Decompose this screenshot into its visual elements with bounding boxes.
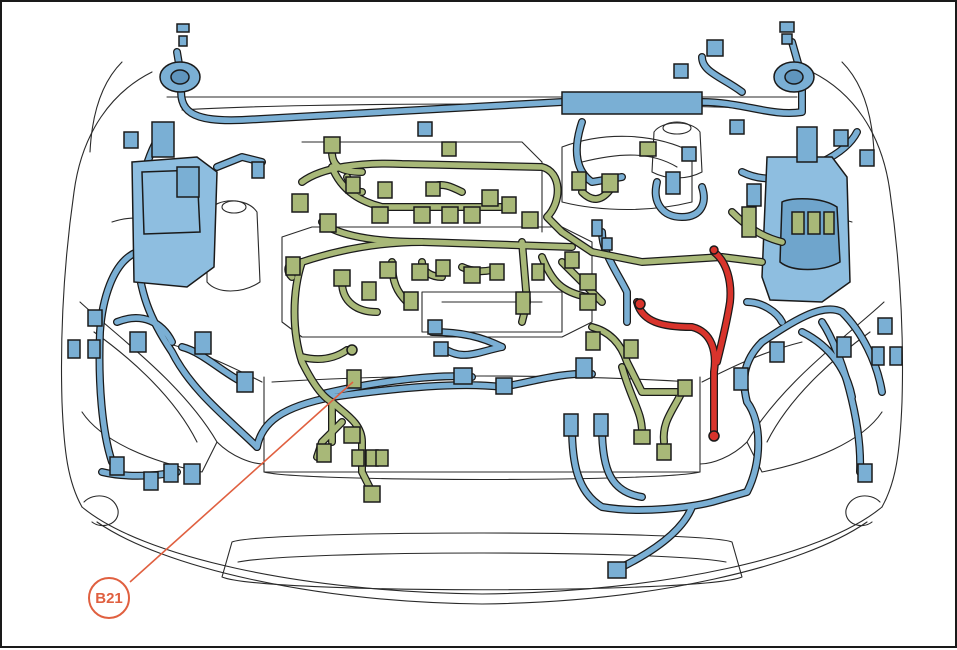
connector xyxy=(291,193,309,213)
callout-leader-line xyxy=(129,381,354,583)
connector xyxy=(363,485,381,503)
connector xyxy=(109,456,125,476)
connector xyxy=(673,63,689,79)
connector xyxy=(361,281,377,301)
connector xyxy=(769,341,785,363)
fuse-relay-boxes xyxy=(131,91,851,303)
connector xyxy=(435,259,451,277)
connector xyxy=(677,379,693,397)
engine-harness-connectors xyxy=(285,136,757,503)
connector xyxy=(571,171,587,191)
connector xyxy=(501,196,517,214)
connector xyxy=(593,413,609,437)
battery-cable xyxy=(633,245,735,442)
connector xyxy=(441,141,457,157)
ground-terminal xyxy=(346,344,358,356)
body-harness-wires xyxy=(95,38,886,571)
connector xyxy=(316,443,332,463)
grommets xyxy=(159,61,815,93)
connector xyxy=(176,23,190,33)
connector xyxy=(143,471,159,491)
body-harness-connectors xyxy=(67,21,903,579)
connector xyxy=(607,561,627,579)
connector xyxy=(579,273,597,291)
connector xyxy=(665,171,681,195)
connector xyxy=(859,149,875,167)
connector xyxy=(333,269,351,287)
connector xyxy=(889,346,903,366)
connector xyxy=(379,261,397,279)
connector xyxy=(319,213,337,233)
connector xyxy=(123,131,139,149)
connector xyxy=(729,119,745,135)
connector xyxy=(746,183,762,207)
connector xyxy=(236,371,254,393)
connector xyxy=(601,237,613,251)
connector xyxy=(343,426,361,444)
connector xyxy=(463,266,481,284)
connector xyxy=(585,331,601,351)
connector xyxy=(489,263,505,281)
connector xyxy=(481,189,499,207)
connector xyxy=(417,121,433,137)
connector xyxy=(495,377,513,395)
callout-label: B21 xyxy=(95,590,123,607)
connector xyxy=(871,346,885,366)
left-relay-box xyxy=(131,156,218,288)
connector xyxy=(163,463,179,483)
connector xyxy=(779,21,795,33)
connector xyxy=(183,463,201,485)
connector xyxy=(521,211,539,229)
connector xyxy=(345,176,361,194)
connector xyxy=(425,181,441,197)
connector xyxy=(441,206,459,224)
connector xyxy=(857,463,873,483)
connector xyxy=(403,291,419,311)
connector xyxy=(623,339,639,359)
connector xyxy=(633,429,651,445)
connector xyxy=(741,206,757,238)
connector xyxy=(733,367,749,391)
connector xyxy=(453,367,473,385)
connector xyxy=(579,293,597,311)
connector xyxy=(427,319,443,335)
connector xyxy=(351,449,365,467)
callout-bubble xyxy=(88,577,130,619)
engine-harness-wires xyxy=(284,148,786,496)
connector xyxy=(656,443,672,461)
connector xyxy=(285,256,301,276)
connector xyxy=(323,136,341,154)
connector xyxy=(564,251,580,269)
connector xyxy=(463,206,481,224)
connector xyxy=(371,206,389,224)
connector xyxy=(681,146,697,162)
connector xyxy=(706,39,724,57)
connector xyxy=(877,317,893,335)
connector xyxy=(67,339,81,359)
connector xyxy=(515,291,531,315)
connector xyxy=(87,309,103,327)
connector xyxy=(433,341,449,357)
connector xyxy=(375,449,389,467)
connector xyxy=(413,206,431,224)
connector xyxy=(601,173,619,193)
connector xyxy=(531,263,545,281)
connector xyxy=(575,357,593,379)
connector xyxy=(87,339,101,359)
connector xyxy=(129,331,147,353)
connector xyxy=(639,141,657,157)
connector xyxy=(563,413,579,437)
connector xyxy=(833,129,849,147)
connector xyxy=(591,219,603,237)
callout-b21: B21 xyxy=(88,381,354,619)
connector xyxy=(836,336,852,358)
connector xyxy=(251,161,265,179)
connector xyxy=(411,263,429,281)
connector xyxy=(377,181,393,199)
connector xyxy=(194,331,212,355)
